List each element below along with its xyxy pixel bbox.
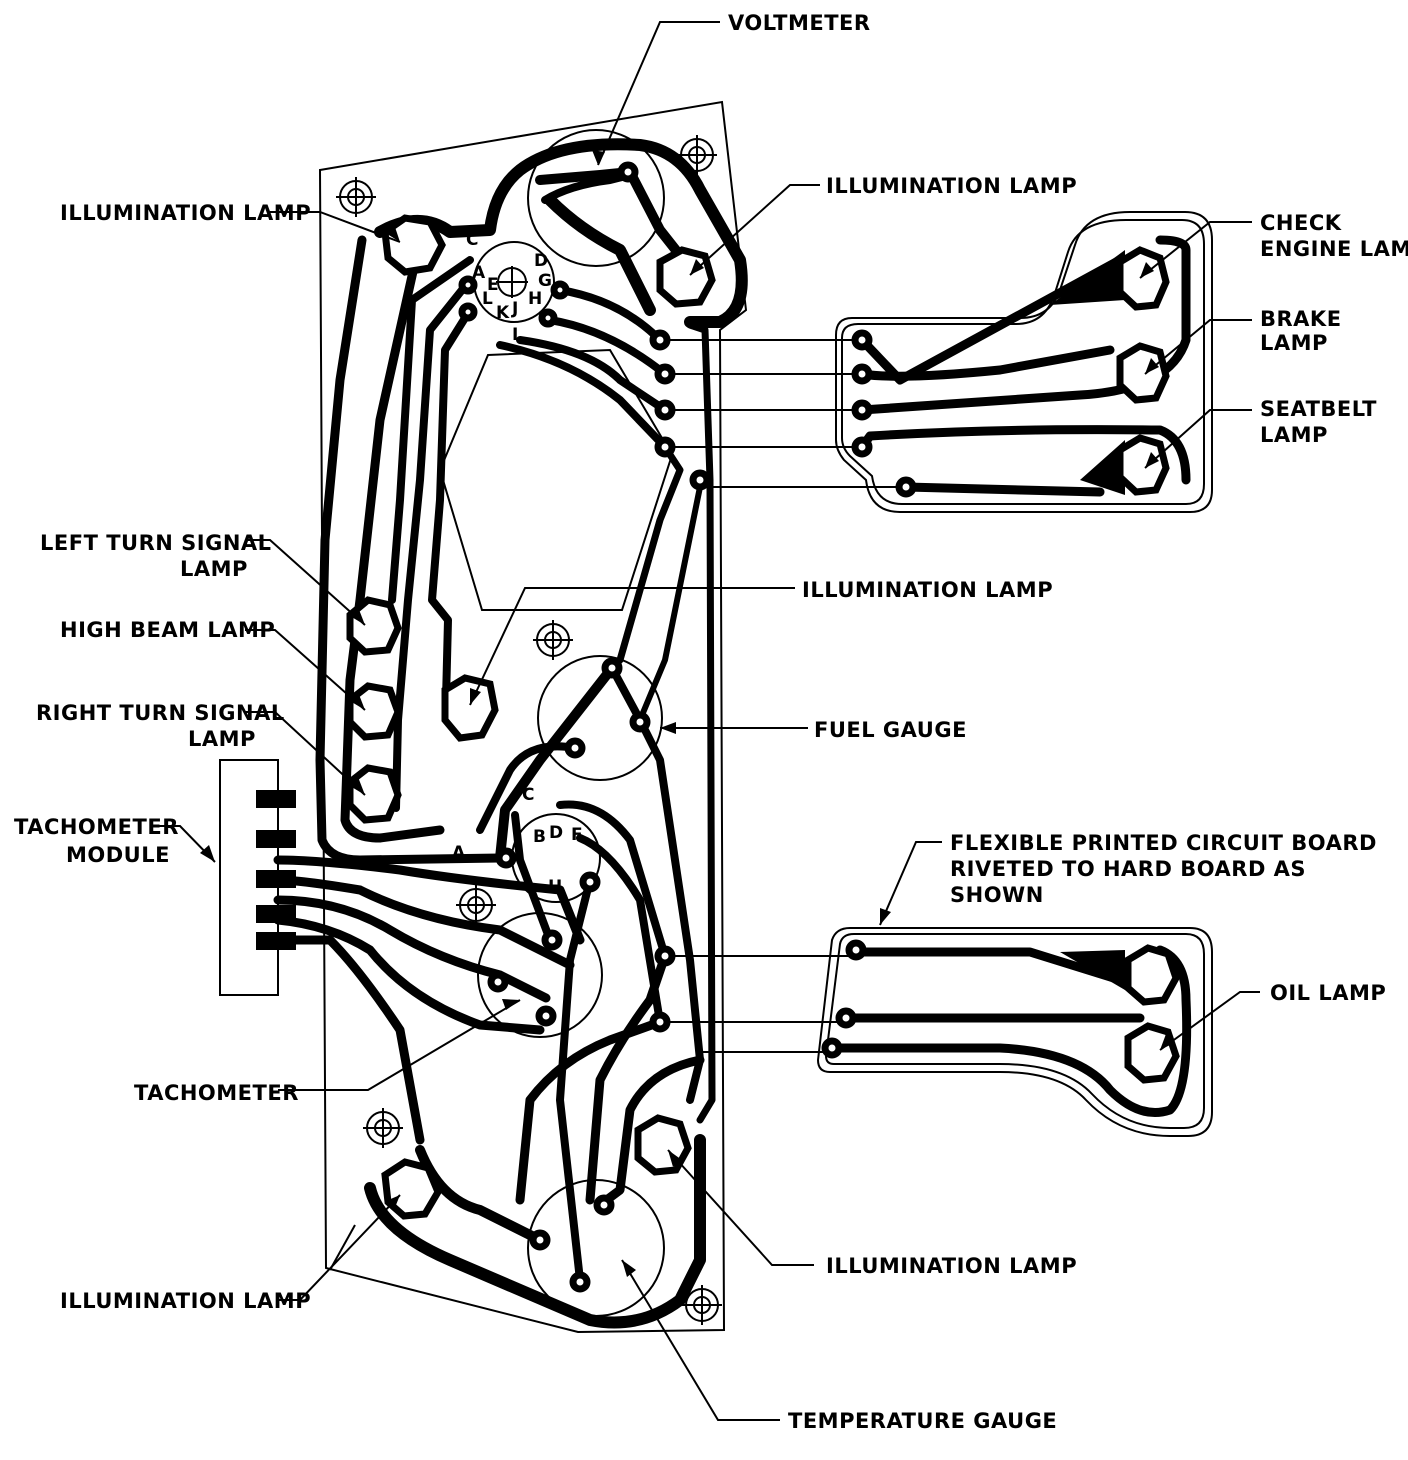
svg-text:F: F [571,825,583,845]
svg-text:B: B [533,827,546,847]
label-right-turn-2: LAMP [188,727,256,751]
mounting-holes [336,135,722,1325]
fuel-gauge-circle [537,655,663,781]
flex-board-lower [816,927,1213,1137]
voltmeter-gauge [527,129,665,267]
svg-text:C: C [466,230,478,250]
leader-arrowheads [200,150,1174,1277]
label-illum-center: ILLUMINATION LAMP [802,578,1053,602]
svg-text:A: A [472,263,486,283]
mount-hole-1 [336,177,376,217]
label-temperature-gauge: TEMPERATURE GAUGE [788,1409,1057,1433]
label-right-turn: RIGHT TURN SIGNAL [36,701,285,725]
svg-text:J: J [511,299,518,319]
lamp-illum-center [441,674,499,742]
label-seatbelt: SEATBELT [1260,397,1377,421]
mount-hole-2 [677,135,717,175]
callout-labels: VOLTMETER ILLUMINATION LAMP ILLUMINATION… [14,11,1408,1433]
label-tach-module-2: MODULE [66,843,170,867]
tach-module-pins [256,790,296,950]
lamp-illum-top-left [381,214,446,276]
lamp-brake [1116,342,1170,404]
label-check-engine-2: ENGINE LAMP [1260,237,1408,261]
flex-board-upper-inner [841,219,1205,505]
svg-text:I: I [512,325,518,345]
tachometer-module-body [219,759,279,996]
label-left-turn-2: LAMP [180,557,248,581]
lamp-oil-upper [1124,944,1180,1006]
svg-text:A: A [452,843,466,863]
flex-traces-lower [827,945,1192,1117]
label-illum-bottom-right: ILLUMINATION LAMP [826,1254,1077,1278]
solder-pads [458,161,917,1293]
lamp-high-beam [346,682,402,741]
label-check-engine: CHECK [1260,211,1342,235]
svg-text:K: K [496,303,510,323]
svg-text:D: D [534,251,548,271]
label-illum-top-left: ILLUMINATION LAMP [60,201,311,225]
lamp-oil-lower [1124,1022,1180,1084]
leader-lines [155,21,1260,1421]
label-flex-board: FLEXIBLE PRINTED CIRCUIT BOARD [950,831,1377,855]
lamp-illum-top-right [656,246,716,308]
svg-text:G: G [538,271,552,291]
label-brake: BRAKE [1260,307,1342,331]
svg-text:C: C [522,785,534,805]
lamp-check-engine [1116,246,1170,311]
mount-hole-4 [456,885,496,925]
svg-text:E: E [487,275,499,295]
label-illum-bottom-left: ILLUMINATION LAMP [60,1289,311,1313]
flex-board-upper [835,211,1213,513]
label-voltmeter: VOLTMETER [728,11,871,35]
connector-bottom-pins: C B D F H A [452,785,583,897]
lamp-right-turn [346,764,402,824]
svg-text:L: L [482,289,493,309]
label-flex-board-2: RIVETED TO HARD BOARD AS [950,857,1306,881]
hard-board-outline [318,100,748,1334]
svg-text:H: H [528,289,542,309]
lamp-left-turn [346,596,402,656]
connector-top-pins: C A E L K J H G D I [466,230,552,345]
svg-text:H: H [548,877,562,897]
flex-traces-upper [857,235,1191,497]
lamp-seatbelt [1116,434,1170,496]
mount-hole-3 [533,620,573,660]
label-tach-module: TACHOMETER [14,815,179,839]
label-brake-2: LAMP [1260,331,1328,355]
mount-hole-5 [363,1108,403,1148]
lamp-sockets [346,214,1180,1220]
label-left-turn: LEFT TURN SIGNAL [40,531,272,555]
label-illum-top-right: ILLUMINATION LAMP [826,174,1077,198]
label-flex-board-3: SHOWN [950,883,1044,907]
label-tachometer: TACHOMETER [134,1081,299,1105]
label-oil-lamp: OIL LAMP [1270,981,1386,1005]
mount-hole-6 [682,1285,722,1325]
label-high-beam: HIGH BEAM LAMP [60,618,275,642]
label-seatbelt-2: LAMP [1260,423,1328,447]
mount-hole-7 [496,266,528,298]
svg-text:D: D [549,823,563,843]
label-fuel-gauge: FUEL GAUGE [814,718,967,742]
